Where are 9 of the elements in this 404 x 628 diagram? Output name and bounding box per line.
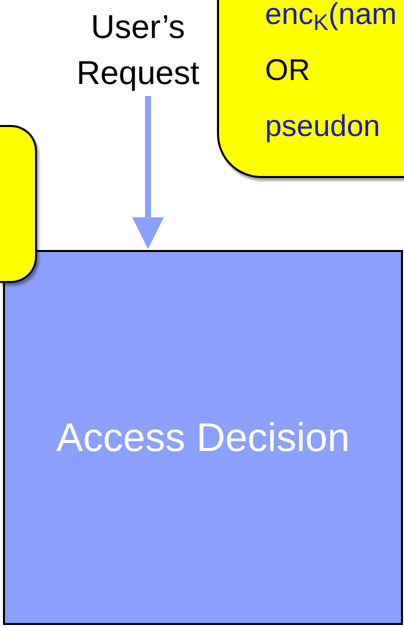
callout-text: pseudon (265, 110, 382, 144)
callout-text: OR (265, 54, 311, 88)
process-box (3, 250, 403, 625)
callout-text: enc$_{K}$(nam (265, 0, 398, 32)
arrow (132, 96, 164, 249)
text: User’s Request (76, 7, 200, 93)
callout-bubble (217, 0, 404, 178)
box-title: Access Decision (56, 415, 350, 462)
callout-bubble (0, 125, 37, 283)
